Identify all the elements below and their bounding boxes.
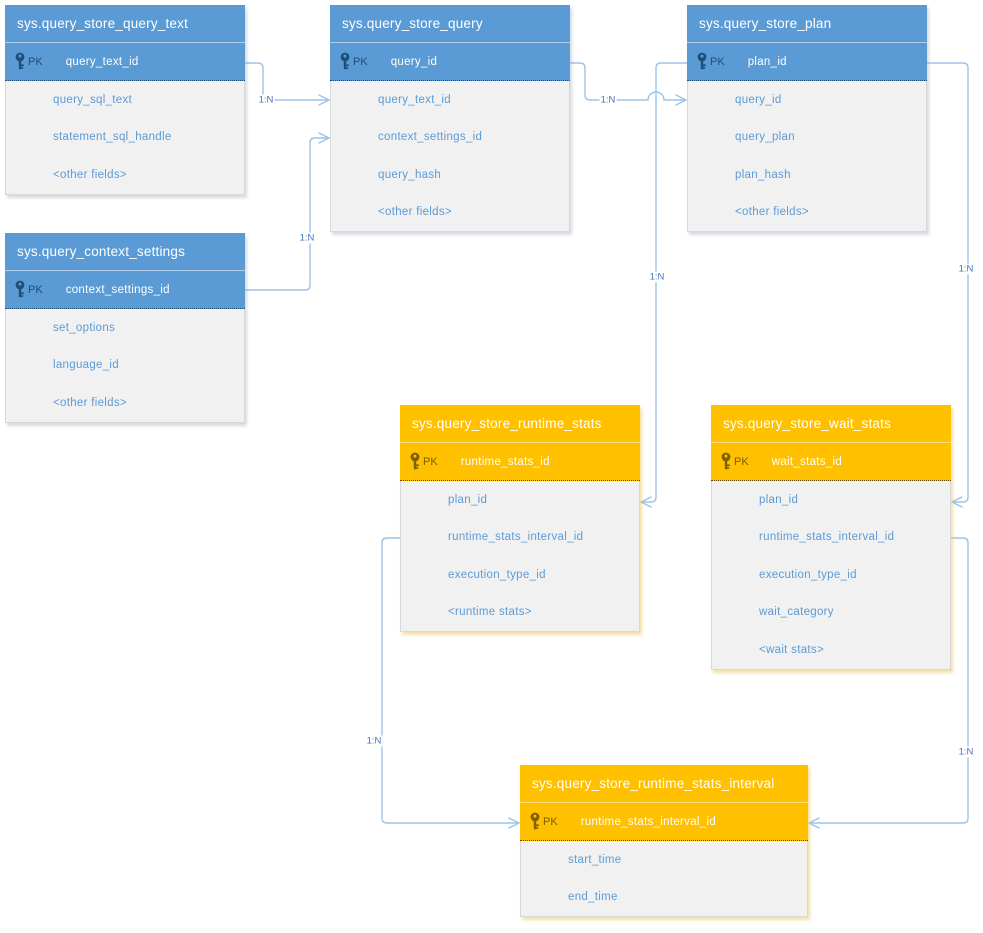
entity-query-store-plan: sys.query_store_plan PK plan_id query_id… [687,5,927,232]
arrowhead-into-wait-stats-plan-id [950,496,963,508]
pk-label: PK [353,55,368,68]
pk-field-name: runtime_stats_id [460,455,550,468]
field-row: query_text_id [378,93,451,106]
entity-query-store-wait-stats: sys.query_store_wait_stats PK wait_stats… [711,405,951,670]
field-row: runtime_stats_interval_id [448,531,584,544]
arrowhead-into-plan-query-id [675,94,688,106]
entity-title: sys.query_store_query [330,5,570,43]
arrowhead-into-interval-pk-left [508,817,521,829]
field-list: query_sql_text statement_sql_handle <oth… [5,81,245,195]
field-row: plan_id [759,493,799,506]
pk-label: PK [734,455,749,468]
field-row: execution_type_id [759,568,857,581]
field-row: set_options [53,321,116,334]
entity-query-store-runtime-stats: sys.query_store_runtime_stats PK runtime… [400,405,640,632]
field-row: <wait stats> [759,643,824,656]
field-list: plan_id runtime_stats_interval_id execut… [400,481,640,632]
field-row: context_settings_id [378,131,483,144]
primary-key-icon [15,280,25,298]
field-row: plan_id [448,493,488,506]
field-row: query_sql_text [53,93,132,106]
primary-key-icon [530,812,540,830]
pk-row: PK context_settings_id [5,271,245,309]
field-row: query_id [735,93,782,106]
pk-row: PK query_id [330,43,570,81]
cardinality-label: 1:N [257,94,275,106]
field-row: <other fields> [735,206,809,219]
pk-field-name: query_id [390,55,438,68]
pk-label: PK [543,815,558,828]
pk-label: PK [28,55,43,68]
entity-title: sys.query_store_wait_stats [711,405,951,443]
field-list: start_time end_time [520,841,808,917]
field-row: <other fields> [53,168,127,181]
primary-key-icon [15,52,25,70]
field-row: <other fields> [53,396,127,409]
pk-label: PK [710,55,725,68]
entity-title: sys.query_context_settings [5,233,245,271]
field-row: query_hash [378,168,442,181]
pk-field-name: context_settings_id [65,283,170,296]
field-list: plan_id runtime_stats_interval_id execut… [711,481,951,670]
field-row: start_time [568,853,622,866]
primary-key-icon [340,52,350,70]
primary-key-icon [697,52,707,70]
primary-key-icon [721,452,731,470]
field-row: runtime_stats_interval_id [759,531,895,544]
pk-field-name: wait_stats_id [771,455,843,468]
pk-label: PK [28,283,43,296]
pk-field-name: plan_id [747,55,787,68]
pk-label: PK [423,455,438,468]
pk-row: PK wait_stats_id [711,443,951,481]
cardinality-label: 1:N [648,271,666,283]
entity-title: sys.query_store_query_text [5,5,245,43]
cardinality-label: 1:N [365,735,383,747]
field-row: plan_hash [735,168,791,181]
cardinality-label: 1:N [599,94,617,106]
cardinality-label: 1:N [957,746,975,758]
entity-query-store-query: sys.query_store_query PK query_id query_… [330,5,570,232]
pk-row: PK runtime_stats_id [400,443,640,481]
field-row: execution_type_id [448,568,546,581]
arrowhead-into-context-settings-id [318,132,331,144]
field-row: end_time [568,891,618,904]
field-row: statement_sql_handle [53,131,172,144]
field-list: set_options language_id <other fields> [5,309,245,423]
pk-row: PK plan_id [687,43,927,81]
cardinality-label: 1:N [957,263,975,275]
field-list: query_id query_plan plan_hash <other fie… [687,81,927,232]
entity-title: sys.query_store_plan [687,5,927,43]
pk-field-name: runtime_stats_interval_id [580,815,717,828]
entity-query-context-settings: sys.query_context_settings PK context_se… [5,233,245,423]
field-row: language_id [53,359,119,372]
connector-plan-to-runtime-stats [641,62,688,503]
pk-row: PK runtime_stats_interval_id [520,803,808,841]
primary-key-icon [410,452,420,470]
field-row: query_plan [735,131,795,144]
entity-title: sys.query_store_runtime_stats_interval [520,765,808,803]
connector-query-to-plan [569,62,686,101]
arrowhead-into-interval-pk-right [807,817,820,829]
field-row: <other fields> [378,206,452,219]
field-list: query_text_id context_settings_id query_… [330,81,570,232]
arrowhead-into-query-text-id [318,94,331,106]
field-row: <runtime stats> [448,606,532,619]
arrowhead-into-runtime-stats-plan-id [639,496,652,508]
cardinality-label: 1:N [298,232,316,244]
connector-context-settings-to-query [244,137,329,291]
field-row: wait_category [759,606,834,619]
pk-row: PK query_text_id [5,43,245,81]
entity-query-store-runtime-stats-interval: sys.query_store_runtime_stats_interval P… [520,765,808,917]
entity-query-store-query-text: sys.query_store_query_text PK query_text… [5,5,245,195]
entity-title: sys.query_store_runtime_stats [400,405,640,443]
pk-field-name: query_text_id [65,55,139,68]
